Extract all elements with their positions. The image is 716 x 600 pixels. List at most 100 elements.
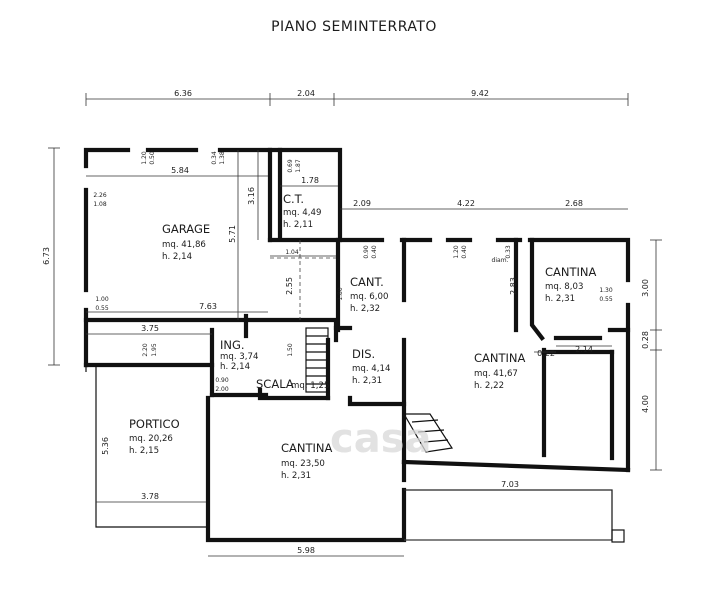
vertical-interior-dimensions: 5.71 3.16 2.55 2.83 1.50 bbox=[228, 150, 518, 357]
dim-w-200: 2.00 bbox=[215, 386, 229, 393]
room-garage: GARAGE mq. 41,86 h. 2,14 bbox=[162, 222, 210, 262]
garage-name: GARAGE bbox=[162, 222, 210, 236]
portico-area: mq. 20,26 bbox=[129, 434, 173, 444]
dim-w-120: 1.20 bbox=[453, 245, 460, 259]
garage-area: mq. 41,86 bbox=[162, 240, 206, 250]
cant-small-height: h. 2,32 bbox=[350, 304, 380, 314]
staircase bbox=[305, 327, 329, 393]
scala-name: SCALA bbox=[256, 377, 294, 391]
ing-name: ING. bbox=[220, 338, 245, 352]
dim-right-300: 3.00 bbox=[641, 279, 650, 297]
dim-378: 3.78 bbox=[141, 492, 159, 501]
dim-s-180: 1.80 bbox=[337, 287, 344, 301]
cantina-bottom-name: CANTINA bbox=[281, 441, 333, 455]
cantina-central-height: h. 2,22 bbox=[474, 381, 504, 391]
portico-outline bbox=[85, 365, 208, 528]
dim-top-a: 6.36 bbox=[174, 89, 192, 98]
portico-name: PORTICO bbox=[129, 417, 180, 431]
dim-w-195: 1.95 bbox=[151, 343, 158, 357]
room-cantina-bottom: CANTINA mq. 23,50 h. 2,31 bbox=[281, 441, 333, 481]
dim-w-226: 2.26 bbox=[93, 192, 107, 199]
dim-w-040: 0.40 bbox=[461, 245, 468, 259]
dim-w-055: 0.55 bbox=[95, 305, 109, 312]
cantina-central-name: CANTINA bbox=[474, 351, 526, 365]
cantina-right-area: mq. 8,03 bbox=[545, 282, 583, 292]
scala-area: mq. 1,25 bbox=[291, 381, 329, 391]
dim-ct-width: 1.78 bbox=[301, 176, 319, 185]
dim-w-220: 2.20 bbox=[142, 343, 149, 357]
dashed-lines bbox=[270, 240, 336, 320]
dis-name: DIS. bbox=[352, 347, 375, 361]
dim-r-130: 1.30 bbox=[599, 287, 613, 294]
portico-height: h. 2,15 bbox=[129, 446, 159, 456]
dim-r-055: 0.55 bbox=[599, 296, 613, 303]
cant-small-area: mq. 6,00 bbox=[350, 292, 388, 302]
ct-area: mq. 4,49 bbox=[283, 208, 321, 218]
dim-top-c: 9.42 bbox=[471, 89, 489, 98]
plan-title: PIANO SEMINTERRATO bbox=[271, 19, 437, 35]
room-cantina-central: CANTINA mq. 41,67 h. 2,22 bbox=[474, 351, 526, 391]
dim-w-187: 1.87 bbox=[295, 159, 302, 173]
room-ing: ING. mq. 3,74 h. 2,14 bbox=[220, 338, 258, 372]
room-ct: C.T. mq. 4,49 h. 2,11 bbox=[283, 192, 321, 230]
dim-w-100: 1.00 bbox=[95, 296, 109, 303]
dim-w-120b: 1.20 bbox=[141, 151, 148, 165]
dim-703: 7.03 bbox=[501, 480, 519, 489]
dim-209: 2.09 bbox=[353, 199, 371, 208]
ing-height: h. 2,14 bbox=[220, 362, 250, 372]
cantina-bottom-height: h. 2,31 bbox=[281, 471, 311, 481]
ct-height: h. 2,11 bbox=[283, 220, 313, 230]
dim-w-033: 0.33 bbox=[505, 245, 512, 259]
dim-763: 7.63 bbox=[199, 302, 217, 311]
room-cant-small: CANT. mq. 6,00 h. 2,32 bbox=[350, 275, 388, 314]
dim-left-total: 6.73 bbox=[42, 247, 51, 265]
dim-w-090: 0.90 bbox=[215, 377, 229, 384]
dim-right-028: 0.28 bbox=[641, 331, 650, 349]
right-dimension-line: 3.00 0.28 4.00 bbox=[641, 239, 662, 471]
dim-316: 3.16 bbox=[247, 187, 256, 205]
dim-garage-width: 5.84 bbox=[171, 166, 189, 175]
dim-w-090b: 0.90 bbox=[363, 245, 370, 259]
cantina-bottom-area: mq. 23,50 bbox=[281, 459, 325, 469]
room-scala: SCALA mq. 1,25 bbox=[256, 377, 329, 391]
dim-598: 5.98 bbox=[297, 546, 315, 555]
dim-255: 2.55 bbox=[285, 277, 294, 295]
dim-022: 0.22 bbox=[537, 349, 555, 358]
room-dis: DIS. mq. 4,14 h. 2,31 bbox=[352, 347, 390, 386]
dim-right-400: 4.00 bbox=[641, 395, 650, 413]
cantina-right-name: CANTINA bbox=[545, 265, 597, 279]
dim-268: 2.68 bbox=[565, 199, 583, 208]
room-portico: PORTICO mq. 20,26 h. 2,15 bbox=[129, 417, 180, 456]
dim-left-portico: 5.36 bbox=[101, 437, 110, 455]
dim-w-108: 1.08 bbox=[93, 201, 107, 208]
cant-small-name: CANT. bbox=[350, 275, 384, 289]
dim-150: 1.50 bbox=[287, 343, 294, 357]
ct-name: C.T. bbox=[283, 192, 304, 206]
dim-w-034: 0.34 bbox=[211, 151, 218, 165]
dim-214: 2.14 bbox=[575, 345, 593, 354]
garage-height: h. 2,14 bbox=[162, 252, 192, 262]
dim-104: 1.04 bbox=[285, 249, 299, 256]
dim-375: 3.75 bbox=[141, 324, 159, 333]
top-dimension-line: 6.36 2.04 9.42 bbox=[85, 89, 629, 106]
dim-w-050: 0.50 bbox=[149, 151, 156, 165]
dim-w-138: 1.38 bbox=[219, 151, 226, 165]
dim-w-069: 0.69 bbox=[287, 159, 294, 173]
room-cantina-right: CANTINA mq. 8,03 h. 2,31 bbox=[545, 265, 597, 304]
cantina-stair bbox=[402, 413, 454, 453]
opening-labels: 2.26 1.08 1.00 0.55 2.20 1.95 0.90 2.00 … bbox=[93, 151, 613, 393]
dis-height: h. 2,31 bbox=[352, 376, 382, 386]
cantina-right-height: h. 2,31 bbox=[545, 294, 575, 304]
bottom-terrace-outline bbox=[404, 489, 625, 543]
dim-571: 5.71 bbox=[228, 225, 237, 243]
dim-w-diam: diam. bbox=[492, 257, 509, 264]
walls bbox=[83, 147, 631, 543]
dis-area: mq. 4,14 bbox=[352, 364, 390, 374]
dim-w-040b: 0.40 bbox=[371, 245, 378, 259]
dim-283: 2.83 bbox=[509, 277, 518, 295]
dim-422: 4.22 bbox=[457, 199, 475, 208]
watermark-logo: casa bbox=[330, 416, 432, 462]
cantina-central-area: mq. 41,67 bbox=[474, 369, 518, 379]
ing-area: mq. 3,74 bbox=[220, 352, 258, 362]
